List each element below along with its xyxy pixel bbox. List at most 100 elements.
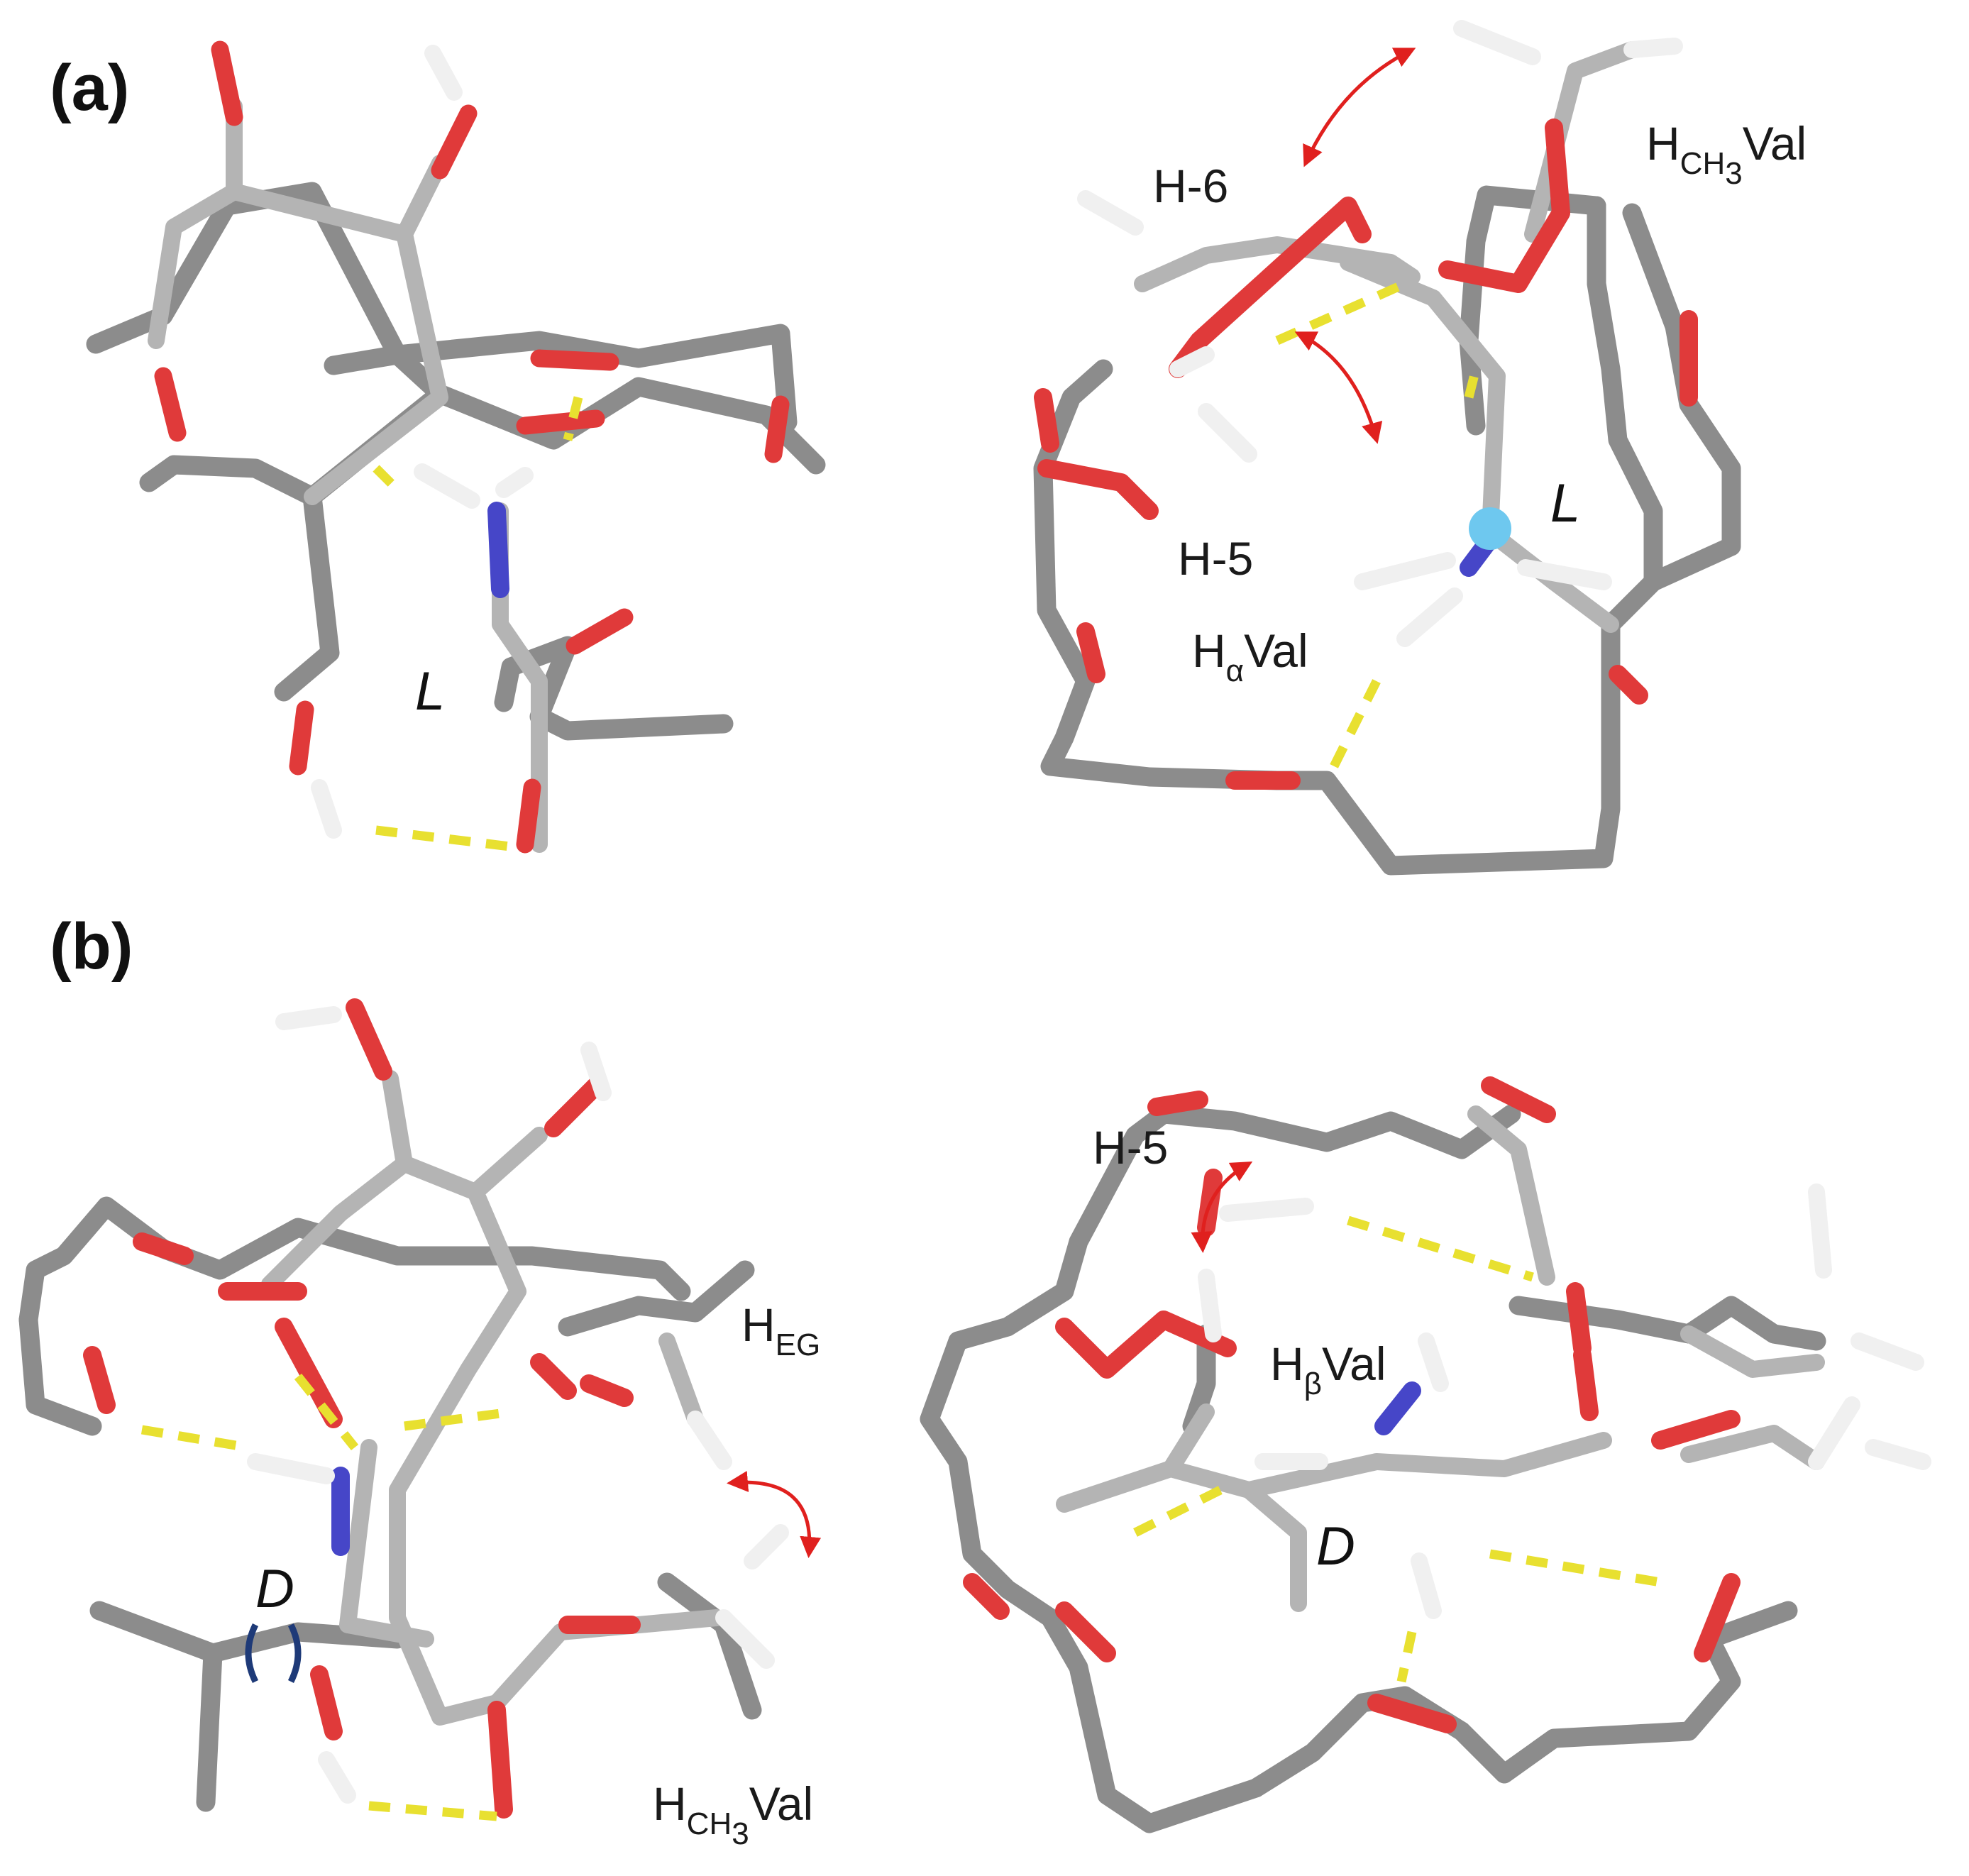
sugar-a-left-down	[304, 226, 448, 505]
methyl-b-left	[657, 1572, 762, 1720]
crown-ring-b-left-edge	[18, 1310, 102, 1436]
ammonium-center-a-right	[1469, 507, 1511, 550]
crown-ring-a-right-top	[1459, 185, 1606, 436]
oxygen-a-right-2	[1037, 459, 1159, 520]
hydrogen-a-right-2	[1169, 346, 1215, 377]
oxygen-b-right-4	[1367, 1694, 1457, 1733]
panel-label-b: (b)	[50, 910, 133, 983]
hydrogen-a-right-3	[1354, 552, 1456, 590]
valine-a-right-branch	[1482, 524, 1619, 633]
methyl-b-right	[1680, 1425, 1825, 1470]
oxygen-a-left-5	[516, 409, 605, 435]
oxygen-b-left-4	[83, 1346, 116, 1414]
hydrogen-a-right-6	[1453, 20, 1541, 65]
valine-b-left-chain	[339, 1439, 434, 1648]
hydrogen-b-right-1	[1198, 1269, 1222, 1342]
sugar-b-left-up	[382, 1070, 413, 1172]
oxygen-b-left-8	[580, 1374, 634, 1407]
hbond-b-right-1	[1347, 1215, 1534, 1282]
oxygen-b-left-3	[133, 1232, 194, 1265]
crown-ring-a-right	[1033, 196, 1663, 876]
oxygen-b-right-8	[1651, 1410, 1741, 1450]
hbond-a-right-2	[1330, 679, 1381, 768]
noe-arrow-a-right-2	[1294, 331, 1383, 444]
oxygen-b-right-6	[1566, 1282, 1592, 1357]
oxygen-b-left-9	[310, 1665, 343, 1740]
hbond-b-left-1	[140, 1425, 250, 1452]
label-hch3val-b: HCH3Val	[653, 1777, 813, 1851]
nitrogen-a-left	[487, 502, 509, 598]
chirality-label-a-right: L	[1550, 473, 1580, 534]
valine-a-right-chain	[1340, 254, 1506, 541]
hbond-a-right-3	[1464, 368, 1481, 399]
oxygen-b-left-10	[487, 1701, 513, 1819]
hydrogen-a-right-1	[1198, 403, 1257, 463]
crown-ring-a-right-edge	[1622, 203, 1741, 592]
isopropyl-b-right	[1680, 1325, 1825, 1378]
ethyl-b-left	[558, 1260, 755, 1337]
oxygen-b-left-1	[346, 998, 392, 1081]
valine-b-right-down	[1240, 1482, 1307, 1612]
hbond-b-left-2	[294, 1373, 359, 1451]
chirality-label-b-left: D	[255, 1559, 294, 1619]
noe-arrow-b-left	[727, 1471, 822, 1558]
label-hch3val-a: HCH3Val	[1646, 117, 1807, 191]
hydrogen-b-left-2	[580, 1042, 612, 1101]
noe-arrow-a-right-1	[1303, 48, 1416, 167]
sugar-b-left-side	[467, 1127, 548, 1201]
label-heg: HEG	[741, 1298, 820, 1362]
label-h5-a: H-5	[1178, 532, 1253, 585]
oxygen-a-left-2	[431, 104, 478, 180]
sugar-b-left	[261, 1155, 526, 1726]
hbond-a-left-3	[563, 396, 583, 441]
oxygen-a-left-8	[566, 608, 634, 655]
hydrogen-a-right-5	[1517, 559, 1612, 590]
hydrogen-a-right-4	[1396, 587, 1463, 647]
hydrogen-b-left-3	[247, 1453, 335, 1484]
chirality-label-a-left: L	[415, 661, 445, 722]
oxygen-b-right-2	[963, 1573, 1010, 1620]
molecule-a-left	[86, 40, 826, 854]
hydrogen-a-left-2	[414, 463, 480, 509]
hydrogen-a-right-7	[1623, 38, 1683, 58]
noe-arrow-b-right	[1191, 1162, 1253, 1253]
hbond-b-left-3	[404, 1407, 512, 1431]
oxygen-a-right-3	[1076, 622, 1105, 683]
chirality-label-b-right: D	[1316, 1516, 1355, 1577]
hydrogen-b-left-7	[318, 1751, 356, 1804]
oxygen-b-left-2	[544, 1076, 605, 1137]
hydrogen-a-left-4	[311, 779, 342, 839]
oxygen-b-right-5	[1694, 1573, 1741, 1662]
oxygen-a-left-3	[154, 367, 187, 442]
oxygen-a-right-1	[1034, 388, 1059, 453]
hydrogen-b-left-6	[715, 1609, 775, 1669]
hbond-b-right-2	[1133, 1486, 1223, 1537]
hydrogen-a-left-1	[424, 45, 463, 101]
hbond-b-right-3	[1489, 1549, 1662, 1587]
hydrogen-b-left-4	[687, 1411, 732, 1470]
valine-b-right-up	[1162, 1403, 1215, 1477]
hydrogen-a-right-8	[1077, 190, 1144, 236]
sugar-a-left-upper	[226, 98, 448, 243]
hbond-a-right-1	[1275, 280, 1407, 345]
oxygen-b-right-3	[1055, 1601, 1116, 1662]
valine-a-left	[494, 636, 734, 741]
hydrogen-b-right-7	[1865, 1439, 1931, 1470]
oxygen-b-right-7	[1573, 1346, 1599, 1421]
sugar-b-right	[1467, 1105, 1555, 1286]
valine-b-right-chain	[1056, 1432, 1612, 1513]
isopropyl-b-left	[89, 1601, 407, 1663]
oxygen-a-left-7	[289, 700, 314, 776]
hbond-a-left-2	[373, 465, 401, 493]
label-halpha-val: HαVal	[1192, 624, 1308, 688]
oxygen-b-right-9	[1147, 1091, 1208, 1116]
hbond-b-left-4	[368, 1801, 497, 1821]
hydrogen-b-left-1	[275, 1006, 342, 1030]
isopropyl-b-left-down	[196, 1643, 223, 1812]
crown-ring-b-right-edge	[1509, 1296, 1826, 1351]
oxygen-a-left-1	[211, 40, 243, 126]
molecule-b-left	[18, 998, 822, 1821]
crown-ring-a-left-front	[139, 377, 826, 507]
